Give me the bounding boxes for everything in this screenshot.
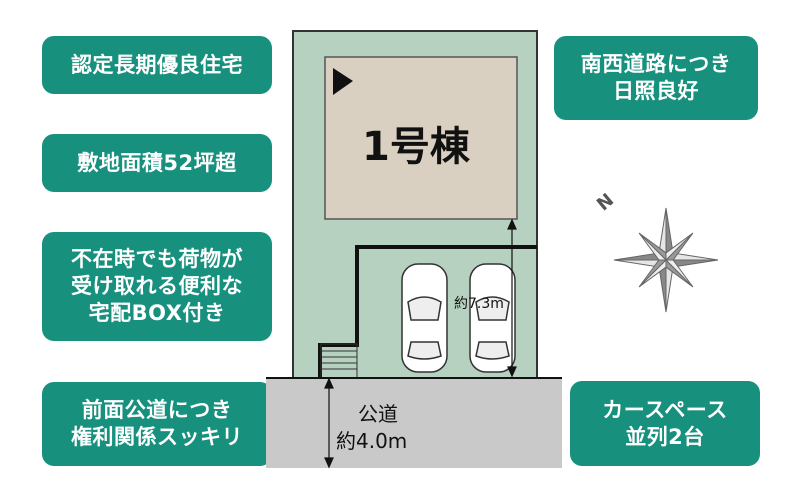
badge-line: 日照良好: [613, 79, 699, 103]
building-footprint: [324, 56, 518, 220]
badge-line: 敷地面積52坪超: [77, 150, 237, 175]
badge-line: カースペース: [602, 397, 728, 422]
road-width-label: 約4.0m: [336, 429, 408, 453]
badge-line: 南西道路につき: [580, 52, 732, 76]
badge-parking: カースペース 並列2台: [570, 381, 760, 466]
depth-dimension-arrow: [507, 218, 517, 378]
car-left-icon: [401, 263, 448, 373]
compass-rose-icon: [613, 207, 719, 313]
badge-public-road: 前面公道につき 権利関係スッキリ: [42, 382, 272, 466]
badge-line: 権利関係スッキリ: [71, 425, 243, 449]
badge-line: 並列2台: [625, 424, 705, 449]
road-label: 公道: [358, 402, 398, 426]
building-label: 1号棟: [362, 124, 470, 170]
entry-steps-icon: [320, 343, 358, 379]
public-road: [266, 378, 562, 468]
badge-sunlight: 南西道路につき 日照良好: [554, 36, 758, 120]
badge-line: 受け取れる便利な: [71, 274, 243, 298]
car-right-icon: [469, 263, 516, 373]
entrance-triangle-icon: [333, 68, 353, 95]
badge-line: 認定長期優良住宅: [71, 52, 243, 77]
badge-line: 不在時でも荷物が: [71, 247, 243, 271]
badge-certified-long-term-housing: 認定長期優良住宅: [42, 36, 272, 94]
badge-line: 前面公道につき: [81, 398, 233, 422]
badge-site-area: 敷地面積52坪超: [42, 134, 272, 192]
parking-depth-label: 約7.3m: [454, 296, 504, 312]
road-width-dimension-arrow: [324, 377, 334, 469]
badge-line: 宅配BOX付き: [88, 301, 226, 325]
badge-delivery-box: 不在時でも荷物が 受け取れる便利な 宅配BOX付き: [42, 232, 272, 341]
